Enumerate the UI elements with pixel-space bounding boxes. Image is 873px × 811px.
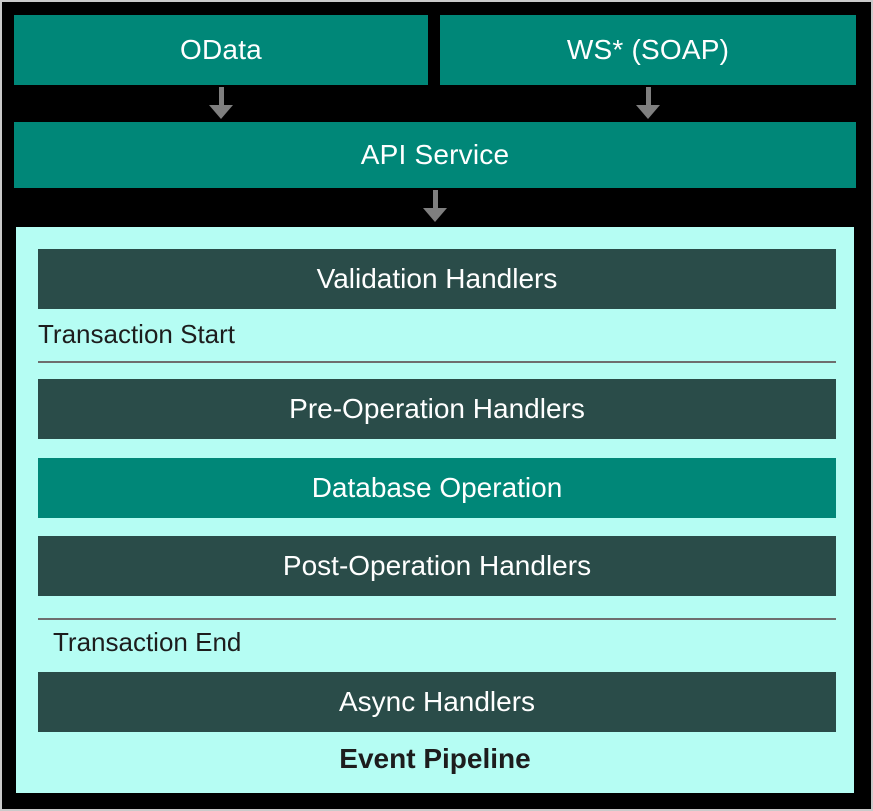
async-handlers-box: Async Handlers bbox=[38, 672, 836, 732]
arrow-stem bbox=[432, 190, 438, 208]
post-operation-handlers-box: Post-Operation Handlers bbox=[38, 536, 836, 596]
event-pipeline-title: Event Pipeline bbox=[339, 743, 531, 774]
pre-operation-handlers-label: Pre-Operation Handlers bbox=[289, 393, 585, 424]
soap-endpoint-label: WS* (SOAP) bbox=[566, 34, 730, 65]
arrow-stem bbox=[218, 87, 224, 105]
validation-handlers-box: Validation Handlers bbox=[38, 249, 836, 309]
transaction-end-divider bbox=[38, 618, 836, 620]
pre-operation-handlers-box: Pre-Operation Handlers bbox=[38, 379, 836, 439]
arrow-head bbox=[209, 105, 233, 119]
arrow-stem bbox=[645, 87, 651, 105]
validation-handlers-label: Validation Handlers bbox=[316, 263, 558, 294]
database-operation-label: Database Operation bbox=[311, 472, 563, 503]
transaction-end-label: Transaction End bbox=[53, 627, 242, 657]
arrow-head bbox=[636, 105, 660, 119]
arrow-head bbox=[423, 208, 447, 222]
soap-endpoint-box: WS* (SOAP) bbox=[440, 15, 856, 85]
api-to-pipeline-arrow-icon bbox=[423, 190, 447, 222]
api-service-box: API Service bbox=[14, 122, 856, 188]
post-operation-handlers-label: Post-Operation Handlers bbox=[282, 550, 592, 581]
soap-to-api-arrow-icon bbox=[636, 87, 660, 119]
event-pipeline-container: Validation Handlers Transaction Start Pr… bbox=[16, 227, 854, 793]
transaction-start-label: Transaction Start bbox=[38, 319, 236, 349]
odata-endpoint-box: OData bbox=[14, 15, 428, 85]
transaction-start-divider bbox=[38, 361, 836, 363]
async-handlers-label: Async Handlers bbox=[338, 686, 536, 717]
odata-endpoint-label: OData bbox=[180, 34, 262, 65]
database-operation-box: Database Operation bbox=[38, 458, 836, 518]
odata-to-api-arrow-icon bbox=[209, 87, 233, 119]
api-service-label: API Service bbox=[360, 139, 510, 170]
